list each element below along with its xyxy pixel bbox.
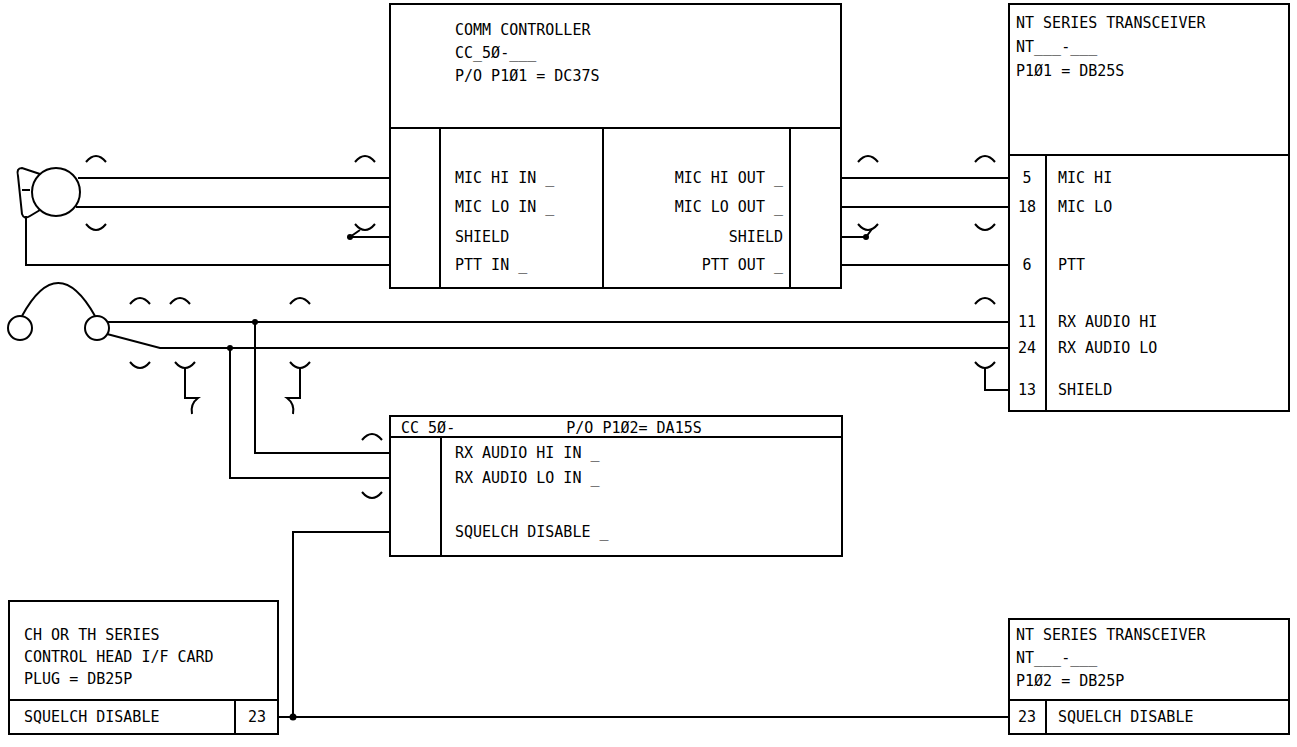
wire [279,532,389,717]
pin-number: 13 [1018,381,1036,399]
signal-name: MIC LO OUT _ [675,198,783,216]
node-heading: COMM CONTROLLER [455,19,840,42]
connector-dividers [8,128,1290,735]
signal-name: MIC LO IN _ [455,198,554,216]
pin-number: 6 [1022,256,1031,274]
signal-name: MIC HI IN _ [455,169,554,187]
signal-name: SHIELD [729,228,783,246]
signal-name: SHIELD [1058,381,1112,399]
shield-symbol [362,434,382,498]
signal-name: MIC HI [1058,169,1112,187]
node-heading: P1Ø2 = DB25P [1016,670,1288,693]
microphone-symbol [18,168,81,218]
pin-number: 18 [1018,198,1036,216]
pin-number: 23 [248,708,266,726]
signal-name: PTT OUT _ [702,256,783,274]
signal-name: RX AUDIO LO [1058,339,1157,357]
node-heading: CC_5Ø-___ [455,42,840,65]
pin-number: 24 [1018,339,1036,357]
node-heading: P/O P1Ø1 = DC37S [455,65,840,88]
pin-number: 23 [1018,708,1036,726]
node-heading: NT___-___ [1016,35,1288,59]
signal-name: MIC HI OUT _ [675,169,783,187]
node-heading: NT___-___ [1016,647,1288,670]
node-heading: NT SERIES TRANSCEIVER [1016,624,1288,647]
signal-name: RX AUDIO LO IN _ [455,469,600,487]
mic-cable [26,156,995,265]
signal-name: SQUELCH DISABLE _ [455,523,609,541]
wire [230,348,1008,478]
signal-name: MIC LO [1058,198,1112,216]
signal-name: SHIELD [455,228,509,246]
signal-name: PTT IN _ [455,256,527,274]
node-heading: P1Ø1 = DB25S [1016,59,1288,83]
wire [842,264,1008,266]
signal-name: RX AUDIO HI IN _ [455,444,600,462]
node-heading: PLUG = DB25P [24,668,277,690]
node-heading: CH OR TH SERIES [24,624,277,646]
signal-name: SQUELCH DISABLE [24,708,159,726]
node-heading: CONTROL HEAD I/F CARD [24,646,277,668]
wire [842,206,1008,208]
node-heading: NT SERIES TRANSCEIVER [1016,11,1288,35]
wire [293,532,1008,717]
pin-number: 11 [1018,313,1036,331]
controller-connector: COMM CONTROLLERCC_5Ø-___P/O P1Ø1 = DC37S [389,3,842,289]
pin-number: 5 [1022,169,1031,187]
signal-name: SQUELCH DISABLE [1058,708,1193,726]
signal-name: RX AUDIO HI [1058,313,1157,331]
signal-name: PTT [1058,256,1085,274]
wire [842,177,1008,179]
